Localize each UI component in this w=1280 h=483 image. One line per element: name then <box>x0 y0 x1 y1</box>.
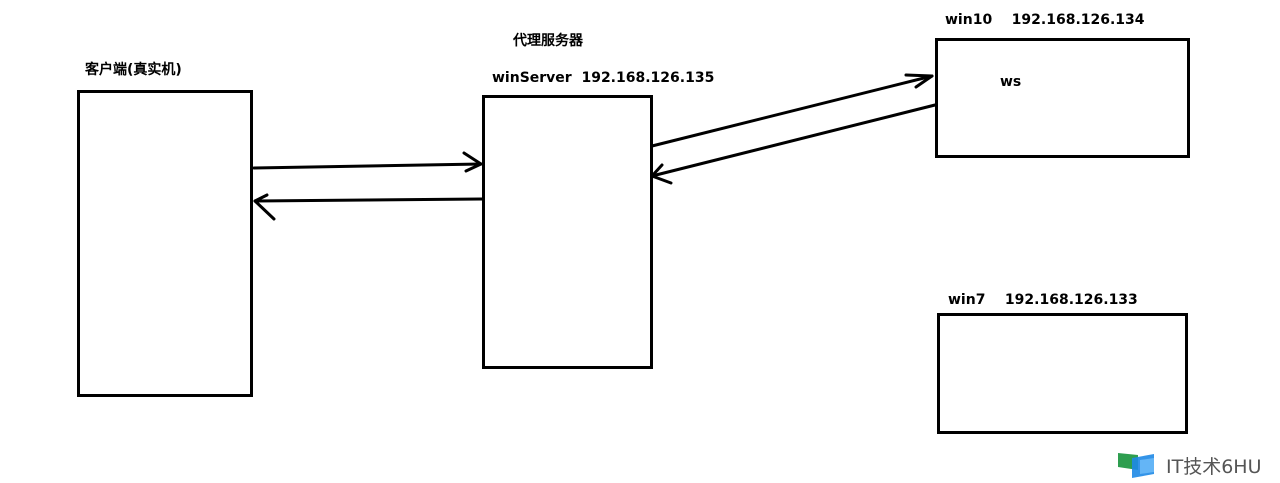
win10-label: win10 192.168.126.134 <box>945 12 1145 28</box>
arrow-win10-to-proxy <box>650 103 937 178</box>
win7-label: win7 192.168.126.133 <box>948 292 1138 308</box>
ws-label: ws <box>1000 74 1022 90</box>
arrow-client-to-proxy-head <box>462 151 483 173</box>
arrow-client-to-proxy <box>252 162 483 170</box>
watermark-logo-icon <box>1118 453 1154 478</box>
arrow-proxy-to-client-head <box>253 193 276 221</box>
win7-box <box>937 313 1188 434</box>
watermark-text: IT技术6HU <box>1166 455 1262 478</box>
arrow-proxy-to-win10 <box>650 74 934 148</box>
proxy-box <box>482 95 653 369</box>
proxy-title: 代理服务器 <box>513 33 583 49</box>
watermark: IT技术6HU <box>1118 450 1262 480</box>
win10-box: ws <box>935 38 1190 158</box>
client-label: 客户端(真实机) <box>85 62 182 78</box>
client-box <box>77 90 253 397</box>
proxy-label: winServer 192.168.126.135 <box>492 70 715 86</box>
arrow-proxy-to-client <box>253 197 484 203</box>
arrow-proxy-to-win10-head <box>904 73 934 89</box>
arrow-win10-to-proxy-head <box>650 163 673 185</box>
